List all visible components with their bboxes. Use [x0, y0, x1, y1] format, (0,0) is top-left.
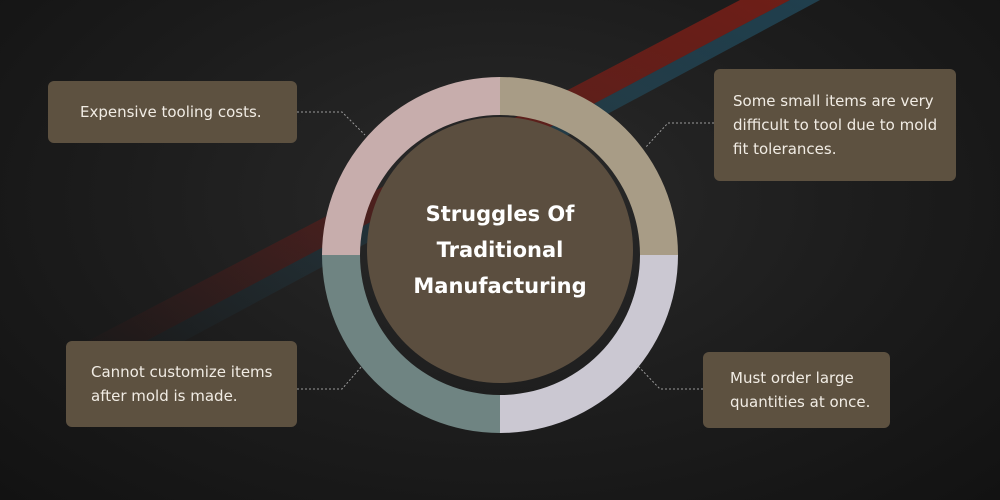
point-box-bottom-right: Must order large quantities at once. — [703, 352, 890, 428]
connector-bottom-left — [297, 365, 363, 390]
connector-top-right — [644, 122, 714, 149]
ring-segment-bottom-right — [500, 255, 678, 433]
diagram-title: Struggles Of Traditional Manufacturing — [413, 202, 587, 298]
ring-segment-top-right — [500, 77, 678, 255]
point-box-top-left: Expensive tooling costs. — [48, 81, 297, 143]
connector-bottom-right — [636, 364, 703, 390]
ring-segment-top-left — [322, 77, 500, 255]
connector-lines — [297, 111, 714, 390]
point-text-bottom-right: Must order large quantities at once. — [730, 369, 871, 411]
point-text-top-left: Expensive tooling costs. — [80, 103, 262, 121]
point-box-bottom-left: Cannot customize items after mold is mad… — [66, 341, 297, 427]
point-text-top-right: Some small items are very difficult to t… — [733, 92, 938, 158]
point-text-bottom-left: Cannot customize items after mold is mad… — [91, 363, 273, 405]
ring-segment-bottom-left — [322, 255, 500, 433]
connector-top-left — [297, 111, 366, 136]
center-disk — [367, 117, 633, 383]
point-box-top-right: Some small items are very difficult to t… — [714, 69, 956, 181]
